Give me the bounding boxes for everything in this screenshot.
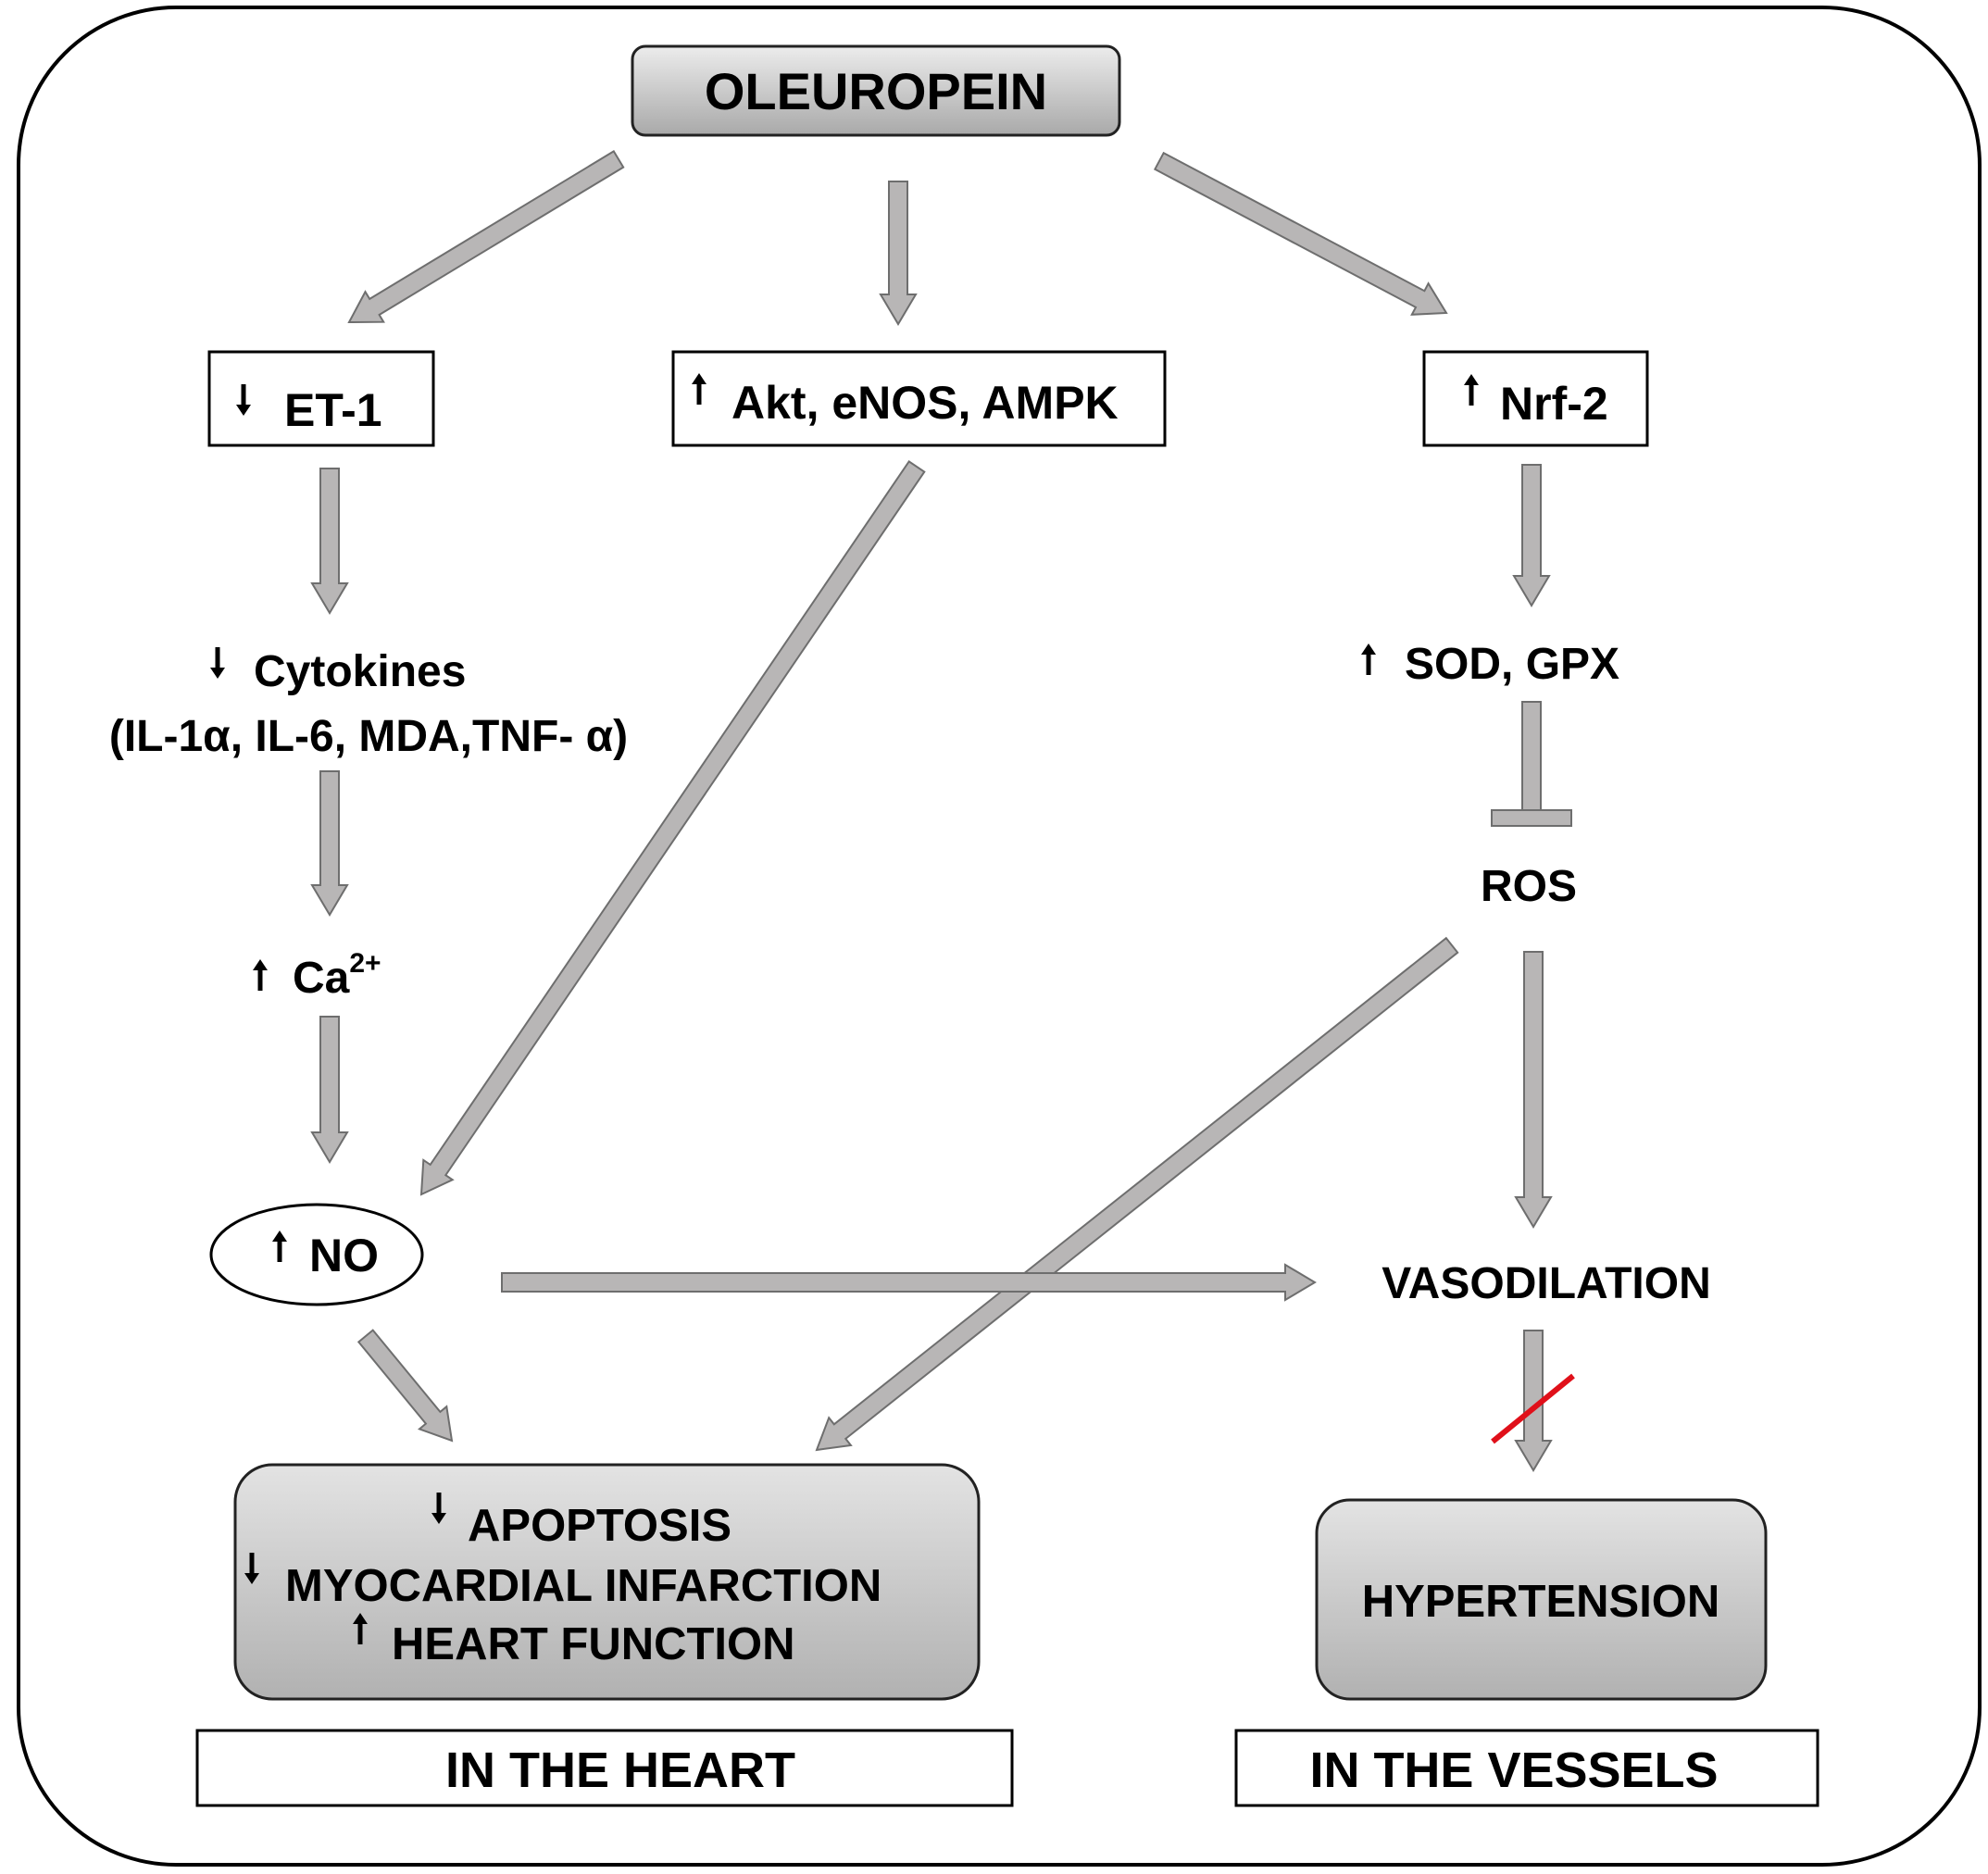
arrow-akt-to-no (419, 460, 926, 1196)
akt-up-arrow-icon (692, 373, 706, 405)
footer-vessels-box (1234, 1729, 1819, 1807)
direction-arrow-shape (692, 373, 706, 405)
heart-function-up-arrow-icon (353, 1613, 368, 1644)
title-box (631, 44, 1121, 137)
hypertension-box (1315, 1498, 1768, 1701)
arrow-no-to-heart-outcome (356, 1329, 454, 1443)
et1-down-arrow-icon (236, 384, 251, 416)
nrf2-up-arrow-icon (1464, 374, 1479, 406)
ros-label: ROS (1481, 862, 1577, 911)
arrow-nrf2-to-sod (1512, 464, 1551, 607)
nrf2-label: Nrf-2 (1500, 378, 1608, 430)
ca-label: Ca2+ (293, 948, 381, 1003)
sod-up-arrow-icon (1361, 643, 1376, 675)
no-node (209, 1203, 424, 1306)
arrow-shape (419, 460, 926, 1196)
infarction-label: MYOCARDIAL INFARCTION (285, 1561, 881, 1611)
vasodilation-label: VASODILATION (1382, 1259, 1711, 1308)
ca-superscript: 2+ (349, 948, 381, 979)
arrow-shape (1514, 1330, 1553, 1472)
arrow-shape (1512, 464, 1551, 607)
direction-arrow-shape (253, 959, 268, 991)
footer-heart-label: IN THE HEART (445, 1743, 795, 1798)
arrow-no-to-vasodilation (501, 1263, 1317, 1302)
arrow-shape (879, 181, 918, 326)
arrow-shape (815, 936, 1459, 1452)
direction-arrow-shape (431, 1493, 446, 1524)
arrow-shape (310, 1016, 349, 1164)
outer-frame (17, 6, 1982, 1867)
heart-outcome-box (233, 1463, 981, 1701)
direction-arrow-shape (244, 1553, 259, 1584)
no-up-arrow-icon (272, 1231, 287, 1262)
apoptosis-down-arrow-icon (431, 1493, 446, 1524)
arrow-title-to-et1 (347, 150, 625, 324)
title-label: OLEUROPEIN (705, 62, 1047, 120)
ca-up-arrow-icon (253, 959, 268, 991)
cytokines-detail: (IL-1α, IL-6, MDA,TNF- α) (109, 712, 628, 761)
arrow-shape (501, 1263, 1317, 1302)
arrow-shape (347, 150, 625, 324)
arrow-vasodilation-to-hypertension (1514, 1330, 1553, 1472)
apoptosis-label: APOPTOSIS (468, 1501, 731, 1551)
direction-arrow-shape (236, 384, 251, 416)
arrow-title-to-nrf2 (1153, 151, 1448, 316)
direction-arrow-shape (1361, 643, 1376, 675)
footer-heart-box (195, 1729, 1014, 1807)
arrow-shape (1514, 951, 1553, 1229)
hypertension-label: HYPERTENSION (1362, 1577, 1720, 1627)
arrow-et1-to-cytokines (310, 468, 349, 615)
cytokines-label: Cytokines (254, 647, 466, 696)
ca-text: Ca (293, 954, 350, 1003)
direction-arrow-shape (210, 647, 225, 679)
no-label: NO (309, 1230, 379, 1281)
arrow-ros-to-heart-outcome (815, 936, 1459, 1452)
cytokines-down-arrow-icon (210, 647, 225, 679)
arrow-cytokines-to-ca (310, 770, 349, 917)
heart-function-label: HEART FUNCTION (392, 1619, 795, 1669)
arrow-shape (1153, 151, 1448, 316)
direction-arrow-shape (353, 1613, 368, 1644)
direction-arrow-shape (1464, 374, 1479, 406)
arrow-shape (310, 468, 349, 615)
inhibition-sod-to-ros (1491, 701, 1572, 827)
sod-label: SOD, GPX (1405, 640, 1619, 689)
et1-label: ET-1 (284, 384, 382, 436)
blocked-mark (1491, 1373, 1575, 1444)
footer-vessels-label: IN THE VESSELS (1309, 1743, 1718, 1798)
arrow-ros-to-vasodilation (1514, 951, 1553, 1229)
akt-label: Akt, eNOS, AMPK (731, 377, 1119, 429)
nrf2-box (1422, 350, 1649, 447)
arrow-shape (310, 770, 349, 917)
arrow-title-to-akt (879, 181, 918, 326)
akt-box (671, 350, 1167, 447)
arrow-ca-to-no (310, 1016, 349, 1164)
direction-arrow-shape (272, 1231, 287, 1262)
et1-box (207, 350, 435, 447)
infarction-down-arrow-icon (244, 1553, 259, 1584)
arrow-shape (356, 1329, 454, 1443)
